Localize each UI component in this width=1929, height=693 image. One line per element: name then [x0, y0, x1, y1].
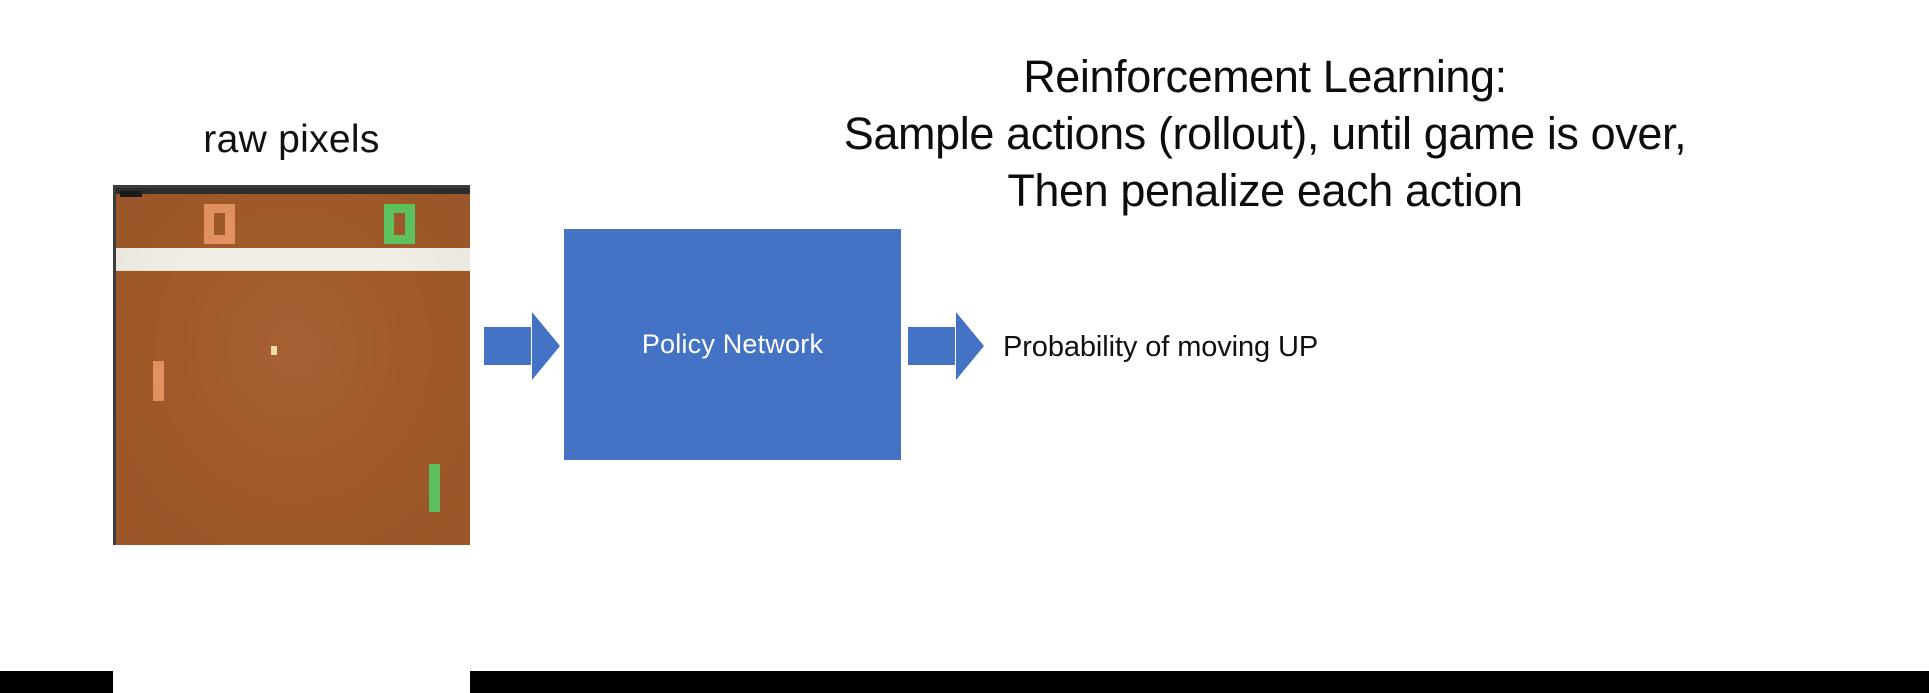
- headline-line-1: Reinforcement Learning:: [1023, 51, 1507, 102]
- headline-line-3: Then penalize each action: [1007, 165, 1523, 217]
- output-probability-label: Probability of moving UP: [1003, 331, 1319, 363]
- score-digit-right: [384, 204, 415, 244]
- orange-paddle-icon: [153, 361, 164, 401]
- arrow-shaft: [908, 326, 956, 366]
- policy-network-box[interactable]: Policy Network: [564, 229, 901, 460]
- output-arrow-icon: [908, 312, 984, 380]
- arrow-head: [532, 312, 560, 380]
- slide-bottom-bar-right: [470, 671, 1929, 693]
- policy-network-label: Policy Network: [641, 329, 824, 359]
- slide-bottom-bar-left: [0, 671, 113, 693]
- green-paddle-icon: [429, 464, 440, 512]
- ball-icon: [271, 346, 277, 355]
- pong-top-rail: [116, 188, 470, 194]
- headline-text: Reinforcement Learning: Sample actions (…: [620, 48, 1910, 219]
- pong-divider-line: [116, 248, 470, 270]
- raw-pixels-caption: raw pixels: [203, 118, 380, 161]
- arrow-head: [956, 312, 984, 380]
- background-ghost-text: [560, 455, 920, 501]
- score-digit-left: [204, 204, 235, 244]
- pong-game-frame: [113, 185, 470, 545]
- arrow-shaft: [484, 326, 532, 366]
- score-zero-glyph-right: [384, 204, 415, 244]
- input-arrow-icon: [484, 312, 560, 380]
- pong-score-band: [116, 194, 470, 248]
- pong-top-nub: [120, 191, 142, 197]
- headline-line-2: Sample actions (rollout), until game is …: [843, 108, 1687, 160]
- score-zero-glyph-left: [204, 204, 235, 244]
